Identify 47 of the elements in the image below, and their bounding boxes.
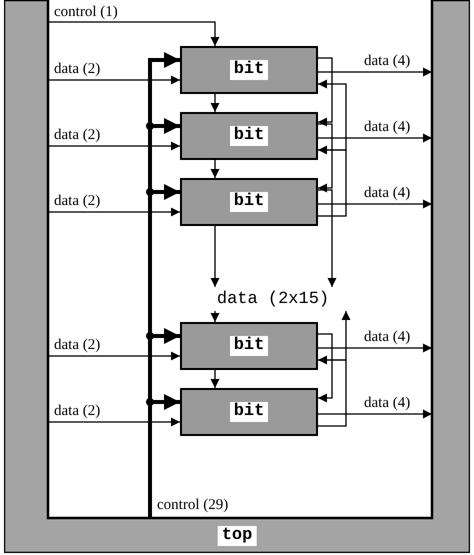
edge-label: data (4) [362, 185, 412, 201]
module-box [180, 388, 318, 436]
arrow [210, 311, 220, 322]
edge-label: data (2) [52, 337, 102, 353]
arrow [318, 123, 333, 192]
arrow [210, 226, 220, 287]
arrow [318, 146, 347, 217]
arrow [210, 370, 220, 388]
edge-label: data (2) [52, 193, 102, 209]
arrow [48, 142, 180, 150]
edge-label: data (4) [362, 53, 412, 69]
arrow [318, 344, 432, 352]
module-box [180, 322, 318, 370]
arrow [210, 94, 220, 112]
edge-label: data (2) [52, 127, 102, 143]
module-label: bit [230, 60, 268, 80]
module-box [180, 46, 318, 94]
arrow [48, 21, 220, 46]
arrow [318, 189, 336, 287]
arrow [48, 418, 180, 426]
edge-label: control (29) [155, 497, 230, 513]
arrow [48, 352, 180, 360]
module-label: bit [230, 126, 268, 146]
module-box [180, 112, 318, 160]
arrow [318, 333, 333, 402]
arrow [318, 200, 432, 208]
module-label: top [218, 526, 256, 546]
arrow [210, 160, 220, 178]
edge-label: data (4) [362, 119, 412, 135]
arrow [318, 356, 347, 427]
bus-label: data (2x15) [196, 287, 350, 311]
edge-label: data (4) [362, 395, 412, 411]
edge-label: data (4) [362, 329, 412, 345]
edge-label: control (1) [52, 4, 120, 20]
module-label: bit [230, 402, 268, 422]
arrow [318, 68, 432, 76]
arrow [318, 134, 432, 142]
module-box [180, 178, 318, 226]
arrow [48, 208, 180, 216]
arrow [318, 410, 432, 418]
arrow [48, 76, 180, 84]
edge-label: data (2) [52, 403, 102, 419]
module-label: bit [230, 192, 268, 212]
module-label: bit [230, 336, 268, 356]
arrow [318, 57, 333, 126]
arrow [318, 80, 347, 151]
edge-label: data (2) [52, 61, 102, 77]
